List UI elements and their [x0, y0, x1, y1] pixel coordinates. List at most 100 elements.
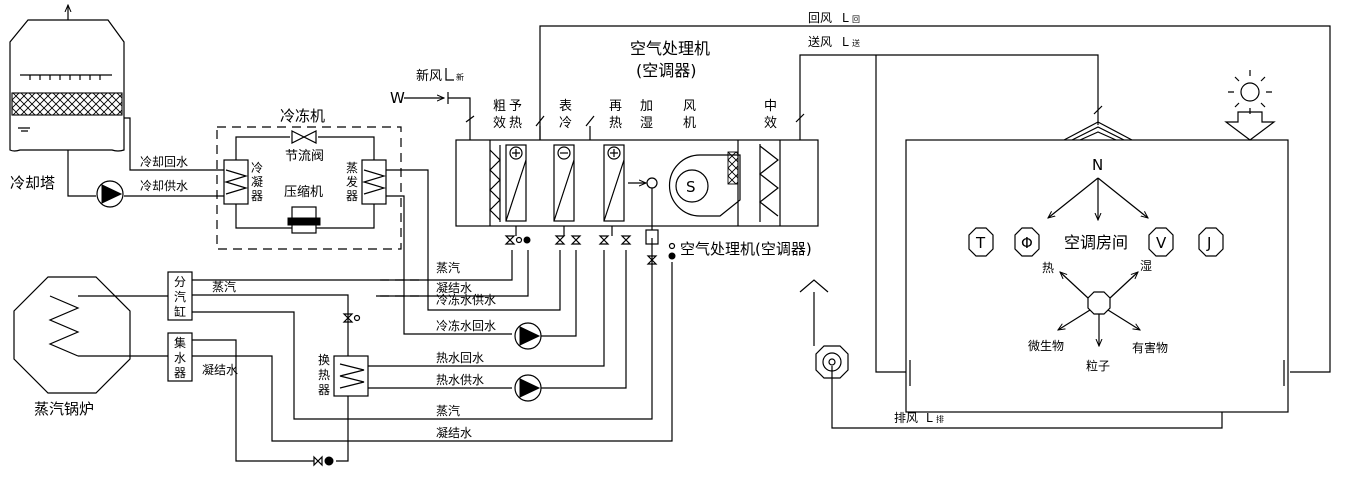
factor-harmful: 有害物 [1132, 340, 1168, 355]
steam-2-label: 蒸汽 [436, 403, 460, 418]
ahu-title-2: (空调器) [636, 61, 697, 80]
fan-symbol: S [686, 178, 696, 196]
ducts: 回风 L 回 送风 L 送 排风 L 排 [539, 11, 1331, 429]
svg-text:Φ: Φ [1021, 234, 1033, 252]
fresh-air-sub: 新 [456, 72, 464, 82]
hot-supply-label: 热水供水 [436, 373, 484, 387]
condenser-label-3: 器 [251, 189, 263, 203]
room-n: N [1092, 156, 1103, 174]
chiller-title: 冷冻机 [280, 107, 325, 125]
return-air-label: 回风 [808, 11, 832, 25]
supply-sub: 送 [852, 38, 860, 48]
hx-label-2: 热 [318, 368, 330, 382]
distributor-label-2: 汽 [174, 289, 186, 304]
hot-water-pump-icon [514, 374, 542, 402]
distributor-label-1: 分 [174, 275, 186, 289]
exhaust-L: L [926, 411, 933, 425]
cooling-tower: 冷却塔 [9, 5, 125, 192]
evaporator-label-2: 发 [346, 174, 358, 189]
section-medium-1: 中 [764, 99, 777, 114]
boiler-steam-label: 蒸汽 [212, 279, 236, 294]
steam-1-label: 蒸汽 [436, 260, 460, 275]
t-icon: T [968, 227, 994, 257]
collector-label-1: 集 [174, 335, 186, 350]
section-humid-2: 湿 [640, 116, 653, 131]
condensate-2-label: 凝结水 [436, 425, 472, 440]
evaporator-label-3: 器 [346, 189, 358, 203]
chilled-pump-icon [514, 322, 542, 350]
section-cooling-1: 表 [559, 99, 572, 114]
cooling-tower-label: 冷却塔 [10, 174, 55, 192]
svg-text:J: J [1206, 234, 1211, 252]
steam-boiler: 蒸汽锅炉 分 汽 缸 集 水 器 换 热 器 [13, 271, 369, 418]
supply-L: L [842, 35, 849, 49]
exhaust-fan-icon [815, 345, 849, 379]
compressor-icon [287, 206, 321, 234]
chilled-return-label: 冷冻水回水 [436, 318, 496, 333]
chilled-supply-label: 冷冻水供水 [436, 292, 496, 307]
collector-label-2: 水 [174, 351, 186, 365]
svg-text:V: V [1156, 234, 1167, 252]
section-cooling-2: 冷 [559, 116, 572, 131]
cooling-return-label: 冷却回水 [140, 155, 188, 169]
section-reheat-2: 热 [609, 116, 622, 131]
throttle-valve-label: 节流阀 [285, 149, 324, 164]
phi-icon: Φ [1014, 227, 1040, 257]
w-label: W [390, 89, 405, 107]
section-humid-1: 加 [640, 99, 653, 114]
return-L: L [842, 11, 849, 25]
air-conditioned-room: N T Φ 空调房间 V J 热 湿 微生物 粒子 有害物 [905, 70, 1289, 413]
condenser-label-1: 冷 [251, 161, 263, 175]
fresh-air-label: 新风 [416, 68, 442, 84]
compressor-label: 压缩机 [284, 184, 323, 200]
section-fan-2: 机 [683, 116, 696, 131]
boiler-condensate-label: 凝结水 [202, 362, 238, 377]
ahu-label: 空气处理机(空调器) [680, 240, 812, 258]
factor-microbes: 微生物 [1028, 339, 1064, 353]
svg-text:T: T [975, 234, 986, 252]
section-reheat-1: 再 [609, 99, 622, 114]
supply-air-label: 送风 [808, 34, 832, 49]
factor-humidity: 湿 [1140, 258, 1152, 273]
cooling-pump-icon [96, 180, 124, 208]
evaporator-label-1: 蒸 [346, 161, 358, 175]
cooling-water-pipes: 冷却回水 冷却供水 [67, 117, 224, 208]
factor-particles: 粒子 [1086, 358, 1110, 373]
steam-valve-icon [342, 313, 361, 323]
section-preheat-2: 热 [509, 116, 522, 131]
hx-label-3: 器 [318, 383, 330, 397]
section-preheat-1: 予 [509, 99, 522, 114]
air-handling-unit: 空气处理机 (空调器) [390, 39, 819, 265]
hx-label-1: 换 [318, 353, 330, 367]
cooling-coil-icon [553, 144, 575, 222]
hot-return-label: 热水回水 [436, 351, 484, 365]
chilled-water-pipes [386, 169, 512, 335]
chiller: 冷冻机 冷 凝 器 蒸 发 器 节流阀 压缩机 [216, 107, 402, 250]
boiler-label: 蒸汽锅炉 [34, 400, 94, 418]
exhaust-sub: 排 [936, 414, 944, 424]
steam-trap-icon [313, 455, 334, 467]
ahu-title-1: 空气处理机 [630, 39, 710, 58]
return-sub: 回 [852, 15, 860, 24]
condensate-1-label: 凝结水 [436, 280, 472, 295]
section-fan-1: 风 [683, 99, 696, 114]
condenser-label-2: 凝 [251, 174, 263, 189]
fan-icon: S [668, 151, 741, 217]
exhaust-air-label: 排风 [894, 411, 918, 425]
j-icon: J [1198, 227, 1224, 257]
section-medium-2: 效 [764, 116, 777, 131]
valve-icons [504, 235, 676, 265]
distributor-label-3: 缸 [174, 304, 186, 319]
boiler-pipes: 蒸汽 蒸汽 蒸汽 凝结水 凝结水 凝结水 冷冻水回水 冷冻水供水 [192, 238, 673, 467]
section-coarse-1: 粗 [493, 99, 506, 114]
throttle-valve-icon [291, 130, 317, 144]
cooling-supply-label: 冷却供水 [140, 179, 188, 193]
v-icon: V [1148, 227, 1174, 257]
section-coarse-2: 效 [493, 116, 506, 131]
preheat-coil-icon [505, 144, 527, 222]
sun-icon [1224, 70, 1276, 141]
room-label: 空调房间 [1064, 233, 1128, 252]
reheat-coil-icon [603, 144, 625, 222]
factor-heat: 热 [1042, 261, 1054, 275]
